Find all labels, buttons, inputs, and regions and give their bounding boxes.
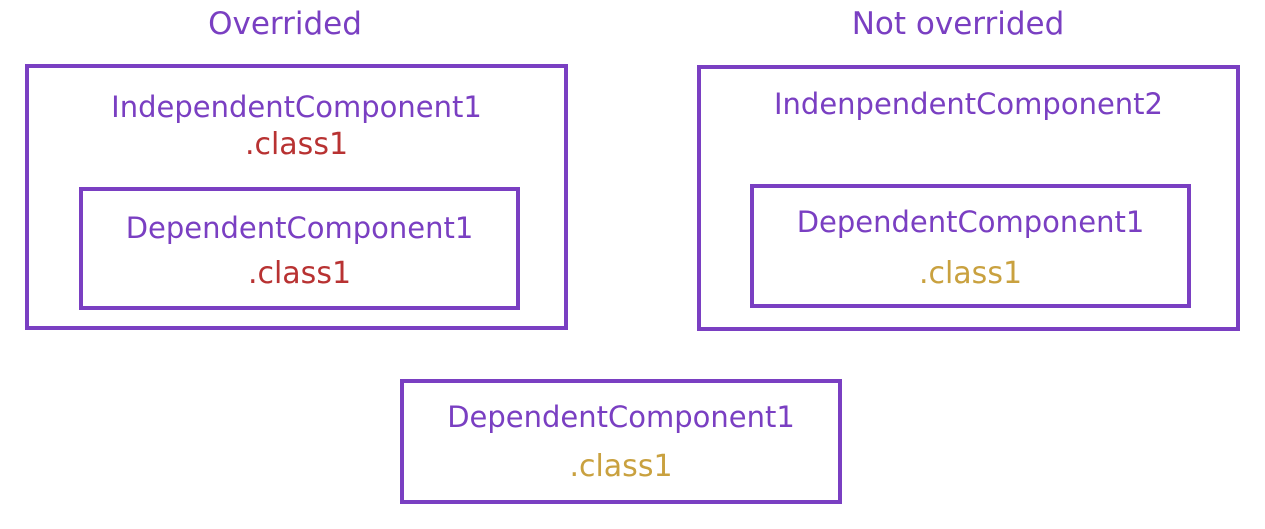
independent-component-1-class: .class1: [244, 127, 349, 162]
independent-component-2-label: IndenpendentComponent2: [773, 87, 1163, 121]
independent-component-2-box: IndenpendentComponent2 DependentComponen…: [697, 65, 1240, 331]
dependent-component-1-overridden-label: DependentComponent1: [125, 211, 474, 245]
independent-component-1-label: IndependentComponent1: [111, 90, 482, 124]
dependent-component-1-default-label: DependentComponent1: [796, 205, 1145, 239]
dependent-component-1-standalone-class: .class1: [569, 449, 673, 484]
dependent-component-1-default-box: DependentComponent1 .class1: [750, 184, 1191, 308]
dependent-component-1-overridden-class: .class1: [247, 256, 352, 291]
not-overrided-heading: Not overrided: [851, 6, 1065, 42]
dependent-component-1-default-class: .class1: [918, 256, 1023, 291]
dependent-component-1-standalone-box: DependentComponent1 .class1: [400, 379, 842, 504]
dependent-component-1-standalone-label: DependentComponent1: [447, 400, 795, 434]
dependent-component-1-overridden-box: DependentComponent1 .class1: [79, 187, 520, 310]
independent-component-1-box: IndependentComponent1 .class1 DependentC…: [25, 64, 568, 330]
overrided-heading: Overrided: [208, 6, 362, 42]
